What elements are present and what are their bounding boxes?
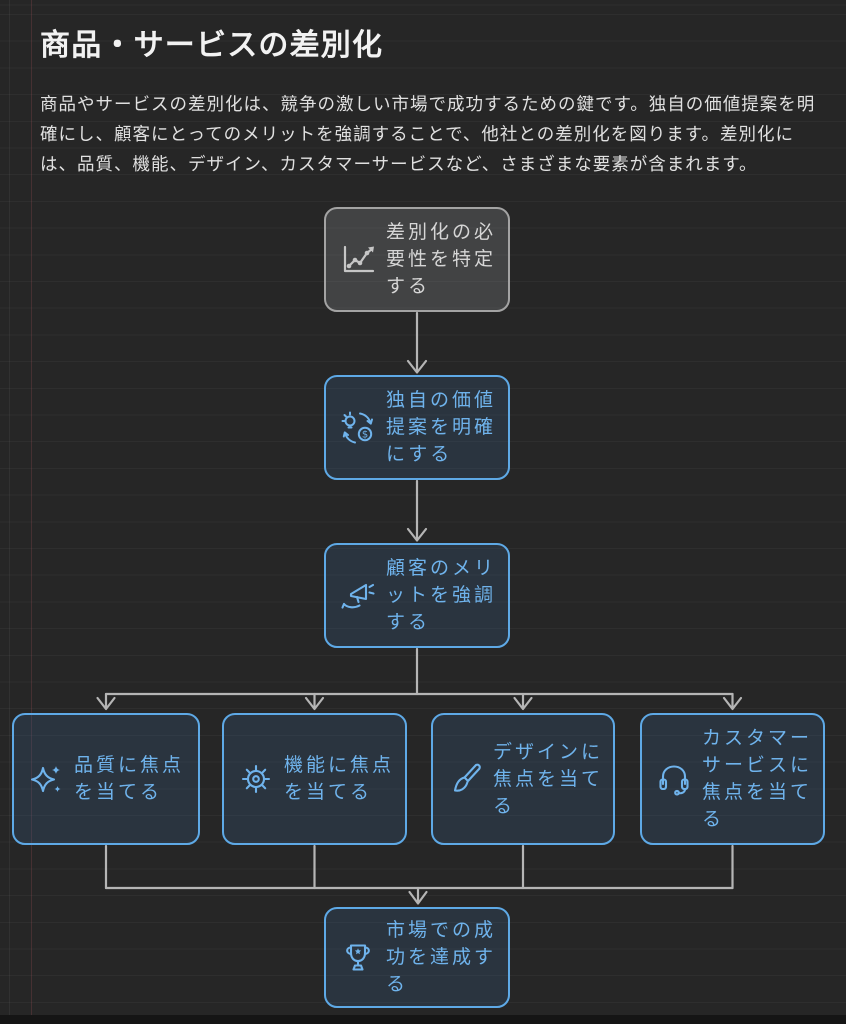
gear-icon [241, 764, 271, 794]
red-margin-line [31, 0, 32, 1024]
paintbrush-icon [453, 763, 481, 792]
flow-node-customer-merit: 顧客のメリットを強調する [324, 543, 510, 648]
flow-node-value-proposition: $ 独自の価値提案を明確にする [324, 375, 510, 480]
flow-node-focus-design: デザインに焦点を当てる [431, 713, 615, 845]
headset-icon [659, 765, 689, 796]
flow-node-label: カスタマーサービスに焦点を当てる [702, 727, 813, 830]
flow-node-label: 品質に焦点を当てる [74, 754, 185, 803]
flow-node-focus-quality: 品質に焦点を当てる [12, 713, 200, 845]
svg-text:$: $ [362, 429, 368, 440]
trophy-icon [346, 943, 370, 971]
flow-node-label: 顧客のメリットを強調する [386, 557, 497, 633]
page-title: 商品・サービスの差別化 [40, 28, 384, 64]
flow-node-focus-customer-service: カスタマーサービスに焦点を当てる [640, 713, 825, 845]
left-edge-line [9, 0, 10, 1024]
line-chart-icon [343, 245, 375, 272]
page-description: 商品やサービスの差別化は、競争の激しい市場で成功するための鍵です。独自の価値提案… [40, 94, 816, 175]
flow-node-market-success: 市場での成功を達成する [324, 907, 510, 1008]
flow-node-label: 機能に焦点を当てる [284, 754, 395, 803]
flow-node-label: 市場での成功を達成する [386, 919, 497, 995]
sparkles-icon [30, 766, 61, 793]
lightbulb-value-icon: $ [341, 411, 373, 443]
flow-node-focus-function: 機能に焦点を当てる [222, 713, 407, 845]
bottom-border-strip [0, 1015, 846, 1024]
flow-node-label: デザインに焦点を当てる [493, 740, 604, 817]
megaphone-hand-icon [341, 583, 375, 609]
flow-node-label: 差別化の必要性を特定する [386, 221, 497, 297]
flow-node-label: 独自の価値提案を明確にする [386, 389, 497, 465]
flow-node-identify-need: 差別化の必要性を特定する [324, 207, 510, 312]
